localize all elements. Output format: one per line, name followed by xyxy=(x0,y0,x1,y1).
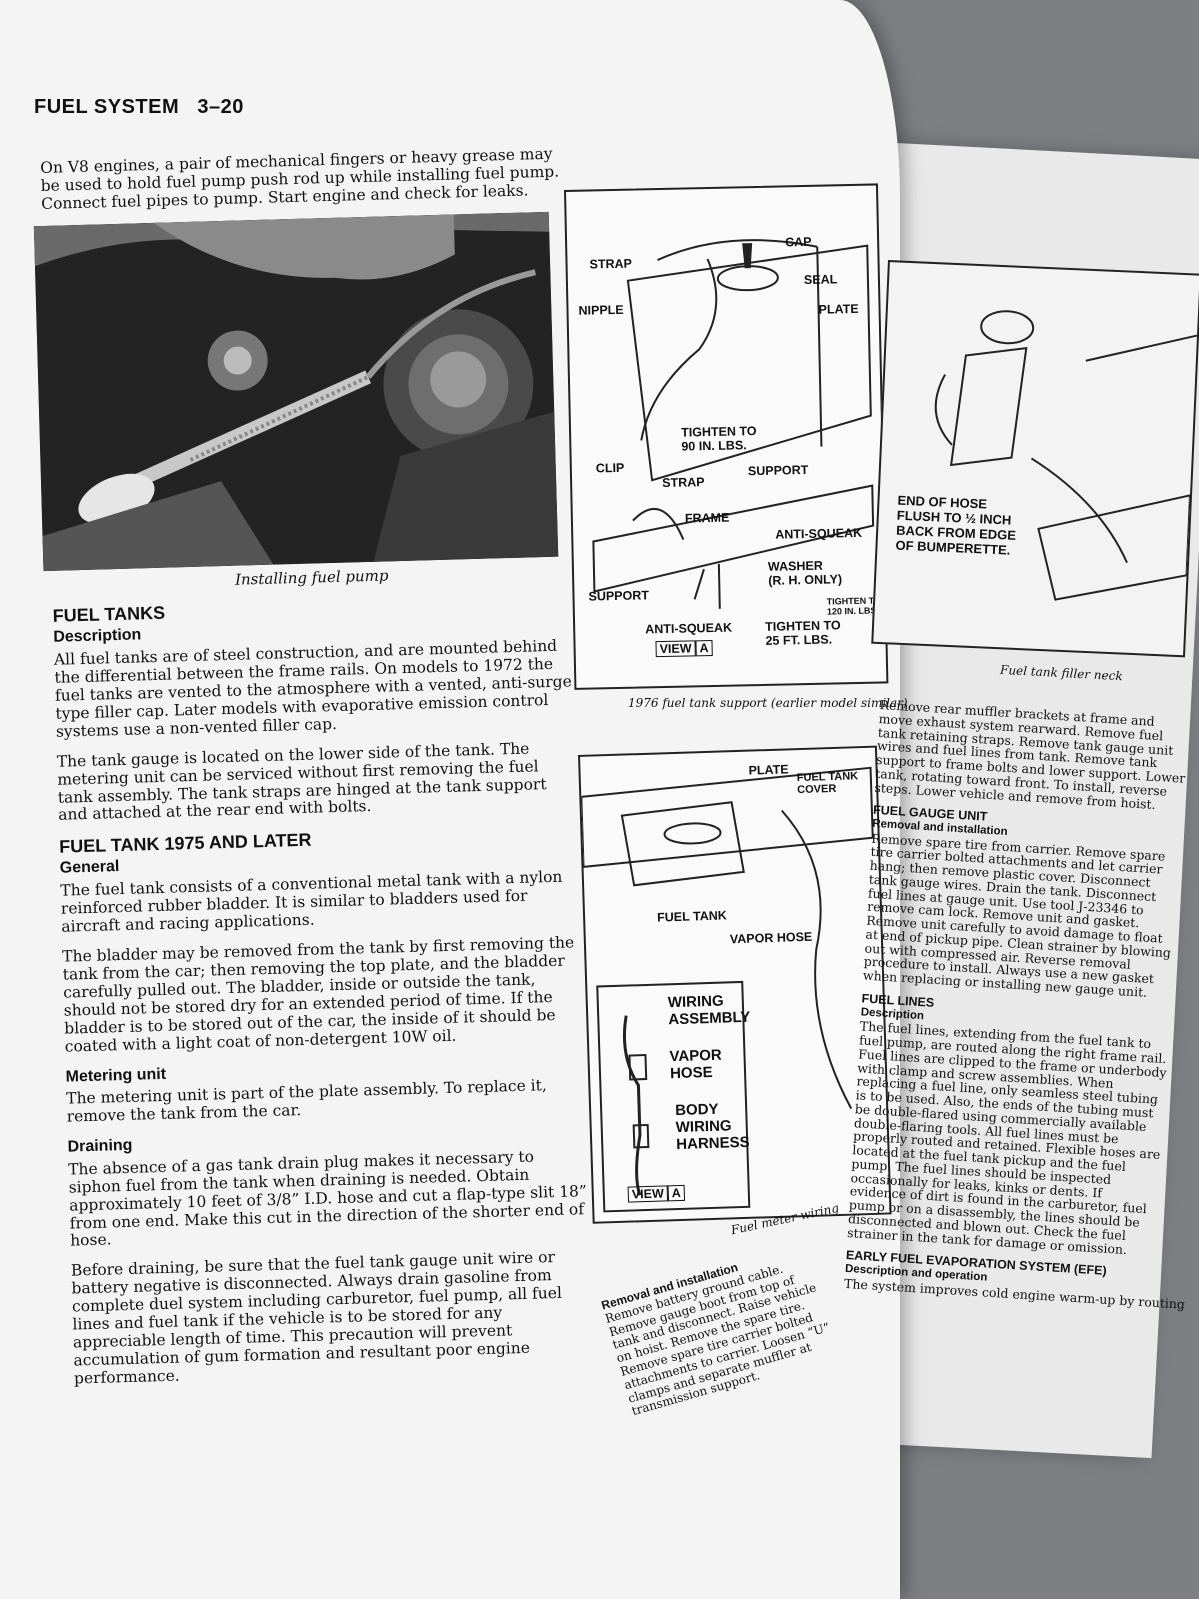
gauge-paragraph: Remove spare tire from carrier. Remove s… xyxy=(862,830,1172,1000)
label-support-left: SUPPORT xyxy=(588,588,650,604)
label-fuel-tank-cover: FUEL TANK COVER xyxy=(796,770,859,797)
label-cap: CAP xyxy=(784,234,812,250)
label-vapor-hose: VAPOR HOSE xyxy=(729,929,813,947)
page-number: 3–20 xyxy=(197,96,244,118)
label-anti-squeak-bottom: ANTI-SQUEAK xyxy=(645,620,733,637)
right-paragraph-1: Remove rear muffler brackets at frame an… xyxy=(874,697,1186,812)
fuel-meter-wiring-diagram: PLATE FUEL TANK COVER FUEL TANK VAPOR HO… xyxy=(578,745,892,1224)
right-column: Remove rear muffler brackets at frame an… xyxy=(843,697,1189,1319)
filler-neck-diagram: END OF HOSE FLUSH TO ½ INCH BACK FROM ED… xyxy=(871,260,1199,658)
label-plate: PLATE xyxy=(818,301,859,317)
label-wiring-assembly: WIRING ASSEMBLY xyxy=(667,992,751,1029)
fig1-caption: 1976 fuel tank support (earlier model si… xyxy=(628,696,908,710)
lines-paragraph: The fuel lines, extending from the fuel … xyxy=(846,1018,1168,1257)
label-body-wiring-harness: BODY WIRING HARNESS xyxy=(674,1100,750,1154)
label-fuel-tank: FUEL TANK xyxy=(656,908,728,925)
fuel-tank-support-diagram: CAP STRAP SEAL PLATE NIPPLE TIGHTEN TO 9… xyxy=(564,183,889,690)
label-clip: CLIP xyxy=(595,460,625,476)
label-strap-mid: STRAP xyxy=(662,475,705,491)
general-paragraph-2: The bladder may be removed from the tank… xyxy=(61,933,575,1056)
label-frame: FRAME xyxy=(684,510,730,526)
label-support-top: SUPPORT xyxy=(747,462,809,479)
label-vapor-hose-2: VAPOR HOSE xyxy=(669,1046,722,1083)
left-column: On V8 engines, a pair of mechanical fing… xyxy=(33,145,594,1400)
label-washer: WASHER (R. H. ONLY) xyxy=(767,558,843,588)
section-title: FUEL SYSTEM xyxy=(34,96,180,118)
tanks-paragraph-1: All fuel tanks are of steel construction… xyxy=(53,636,572,741)
general-paragraph-1: The fuel tank consists of a conventional… xyxy=(60,867,563,936)
label-nipple: NIPPLE xyxy=(578,302,624,318)
fuel-pump-photo xyxy=(33,211,559,571)
label-anti-squeak-right: ANTI-SQUEAK xyxy=(775,525,863,542)
page-header: FUEL SYSTEM 3–20 xyxy=(34,96,244,119)
draining-paragraph-2: Before draining, be sure that the fuel t… xyxy=(70,1248,563,1388)
label-seal: SEAL xyxy=(803,272,838,287)
label-end-of-hose: END OF HOSE FLUSH TO ½ INCH BACK FROM ED… xyxy=(895,492,1017,558)
label-tighten-90: TIGHTEN TO 90 IN. LBS. xyxy=(680,424,757,454)
label-tighten-25: TIGHTEN TO 25 FT. LBS. xyxy=(765,618,841,648)
label-strap-top: STRAP xyxy=(589,256,633,272)
tanks-paragraph-2: The tank gauge is located on the lower s… xyxy=(56,739,547,825)
label-plate-2: PLATE xyxy=(748,762,789,778)
draining-paragraph-1: The absence of a gas tank drain plug mak… xyxy=(67,1147,588,1251)
